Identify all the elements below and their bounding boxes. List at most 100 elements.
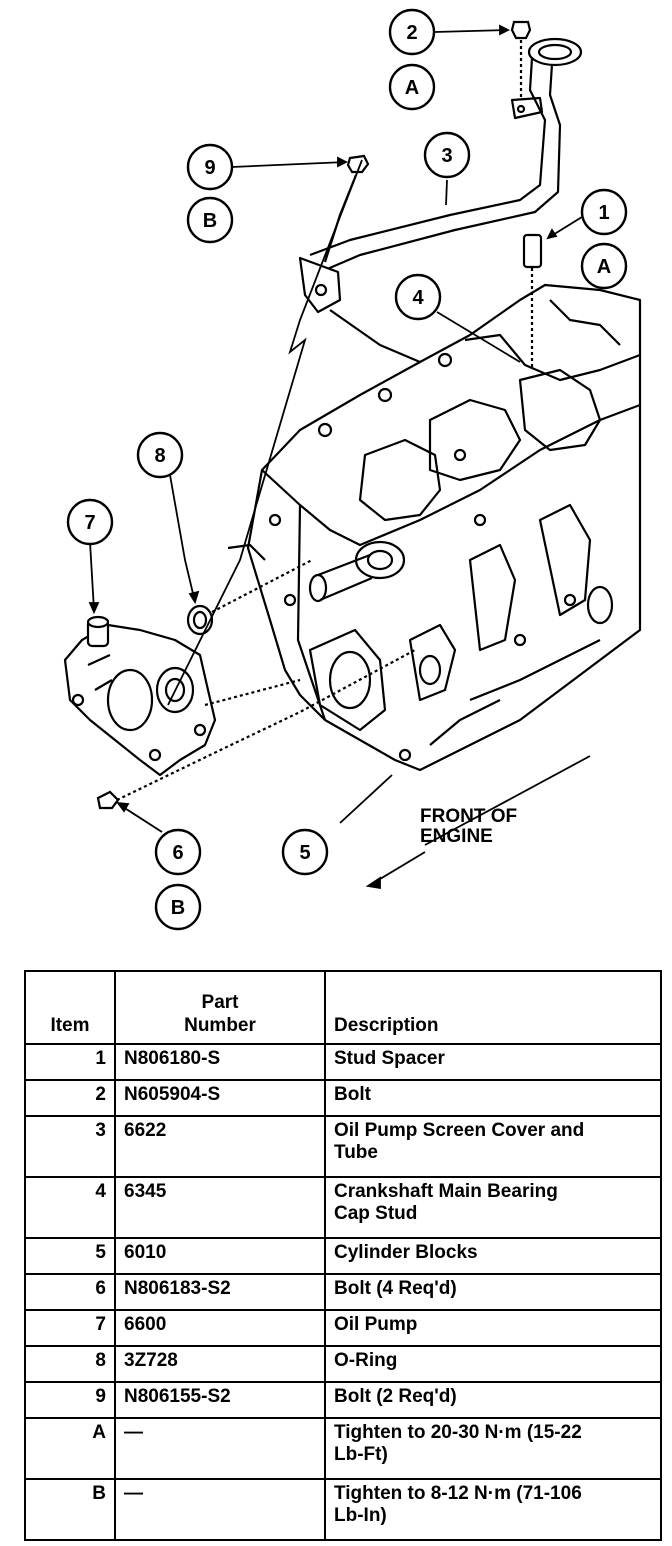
cell-description: Bolt <box>324 1079 662 1117</box>
parts-table: Item Part Number Description 1 N806180-S… <box>24 970 662 1541</box>
callout-circle-b-bottom <box>154 883 202 931</box>
table-row: 1 N806180-S Stud Spacer <box>24 1043 662 1081</box>
bolt-2-hex <box>510 20 532 40</box>
front-of-engine-label-line2: ENGINE <box>420 826 493 847</box>
callout-circle-a-top <box>388 63 436 111</box>
cell-part-number: 3Z728 <box>114 1345 326 1383</box>
callout-circle-1 <box>580 188 628 236</box>
table-row: 9 N806155-S2 Bolt (2 Req'd) <box>24 1381 662 1419</box>
table-row: 7 6600 Oil Pump <box>24 1309 662 1347</box>
callout-label-6: 6 <box>172 842 183 864</box>
parts-table-header-row: Item Part Number Description <box>24 970 662 1045</box>
callout-label-b-top: B <box>203 210 217 232</box>
header-description: Description <box>324 970 662 1045</box>
callout-label-4: 4 <box>412 287 424 309</box>
callout-circle-b-top <box>186 196 234 244</box>
cell-part-number: — <box>114 1417 326 1480</box>
cell-desc-line1: Cylinder Blocks <box>334 1242 478 1263</box>
exploded-engine-diagram: 2 A 9 B 3 1 A 4 8 7 6 B 5 FRONT OF ENGIN… <box>63 8 642 931</box>
callout-label-3: 3 <box>441 145 452 167</box>
cell-desc-line1: Bolt <box>334 1084 371 1105</box>
cell-item: B <box>24 1478 116 1541</box>
cell-desc-line2: Cap Stud <box>334 1203 418 1225</box>
callout-label-8: 8 <box>154 445 165 467</box>
cell-item: A <box>24 1417 116 1480</box>
cell-desc-line1: Stud Spacer <box>334 1048 445 1069</box>
cell-description: O-Ring <box>324 1345 662 1383</box>
callout-circle-4 <box>394 273 442 321</box>
callout-circle-7 <box>66 498 114 546</box>
header-item: Item <box>24 970 116 1045</box>
bolt-9-hex <box>346 154 370 174</box>
cell-part-number: 6010 <box>114 1237 326 1275</box>
cell-desc-line1: Oil Pump <box>334 1314 418 1335</box>
fastener-illustrations <box>96 20 543 810</box>
header-part-number: Part Number <box>114 970 326 1045</box>
cell-description: Stud Spacer <box>324 1043 662 1081</box>
callout-circle-a-right <box>580 242 628 290</box>
cell-item: 2 <box>24 1079 116 1117</box>
cell-desc-line2: Lb-In) <box>334 1505 387 1527</box>
stud-spacer-1 <box>522 233 543 269</box>
callout-circle-9 <box>186 143 234 191</box>
cell-desc-line1: O-Ring <box>334 1350 398 1371</box>
cell-item: 8 <box>24 1345 116 1383</box>
table-row: 5 6010 Cylinder Blocks <box>24 1237 662 1275</box>
oil-pump-screen-tube-illustration <box>298 37 583 314</box>
header-part-line1: Part <box>201 992 239 1014</box>
cell-description: Bolt (4 Req'd) <box>324 1273 662 1311</box>
cell-desc-line1: Tighten to 20-30 N·m (15-22 <box>334 1422 582 1443</box>
callout-label-9: 9 <box>204 157 215 179</box>
cell-desc-line1: Oil Pump Screen Cover and <box>334 1120 585 1141</box>
callout-label-a-right: A <box>597 256 611 278</box>
cell-item: 9 <box>24 1381 116 1419</box>
cell-desc-line1: Tighten to 8-12 N·m (71-106 <box>334 1483 582 1504</box>
cell-description: Bolt (2 Req'd) <box>324 1381 662 1419</box>
table-row: 8 3Z728 O-Ring <box>24 1345 662 1383</box>
cell-desc-line2: Tube <box>334 1142 378 1164</box>
cell-desc-line2: Lb-Ft) <box>334 1444 388 1466</box>
callout-circle-8 <box>136 431 184 479</box>
cell-item: 4 <box>24 1176 116 1239</box>
callout-circle-6 <box>154 828 202 876</box>
cell-part-number: — <box>114 1478 326 1541</box>
callouts <box>66 8 628 931</box>
oil-pump-illustration <box>63 615 301 777</box>
cell-part-number: 6600 <box>114 1309 326 1347</box>
callout-circle-2 <box>388 8 436 56</box>
callout-circle-3 <box>423 131 471 179</box>
cell-description: Oil Pump <box>324 1309 662 1347</box>
table-row: 2 N605904-S Bolt <box>24 1079 662 1117</box>
callout-circle-5 <box>281 828 329 876</box>
cell-item: 3 <box>24 1115 116 1178</box>
table-row: 6 N806183-S2 Bolt (4 Req'd) <box>24 1273 662 1311</box>
front-of-engine-label-line1: FRONT OF <box>420 806 517 827</box>
cell-part-number: 6622 <box>114 1115 326 1178</box>
cell-part-number: N806180-S <box>114 1043 326 1081</box>
bolt-6-hex <box>96 790 120 810</box>
callout-label-5: 5 <box>299 842 310 864</box>
cell-desc-line1: Bolt (2 Req'd) <box>334 1386 457 1407</box>
cell-item: 7 <box>24 1309 116 1347</box>
cell-item: 5 <box>24 1237 116 1275</box>
cell-desc-line1: Crankshaft Main Bearing <box>334 1181 558 1202</box>
cell-desc-line1: Bolt (4 Req'd) <box>334 1278 457 1299</box>
cell-item: 6 <box>24 1273 116 1311</box>
cell-item: 1 <box>24 1043 116 1081</box>
leader-lines <box>88 24 591 890</box>
cell-part-number: N806155-S2 <box>114 1381 326 1419</box>
header-part-line2: Number <box>184 1014 256 1036</box>
callout-label-a-top: A <box>405 77 419 99</box>
cell-part-number: N806183-S2 <box>114 1273 326 1311</box>
callout-label-7: 7 <box>84 512 95 534</box>
cylinder-block-illustration <box>227 283 642 772</box>
cell-part-number: N605904-S <box>114 1079 326 1117</box>
cell-description: Cylinder Blocks <box>324 1237 662 1275</box>
callout-label-2: 2 <box>406 22 417 44</box>
